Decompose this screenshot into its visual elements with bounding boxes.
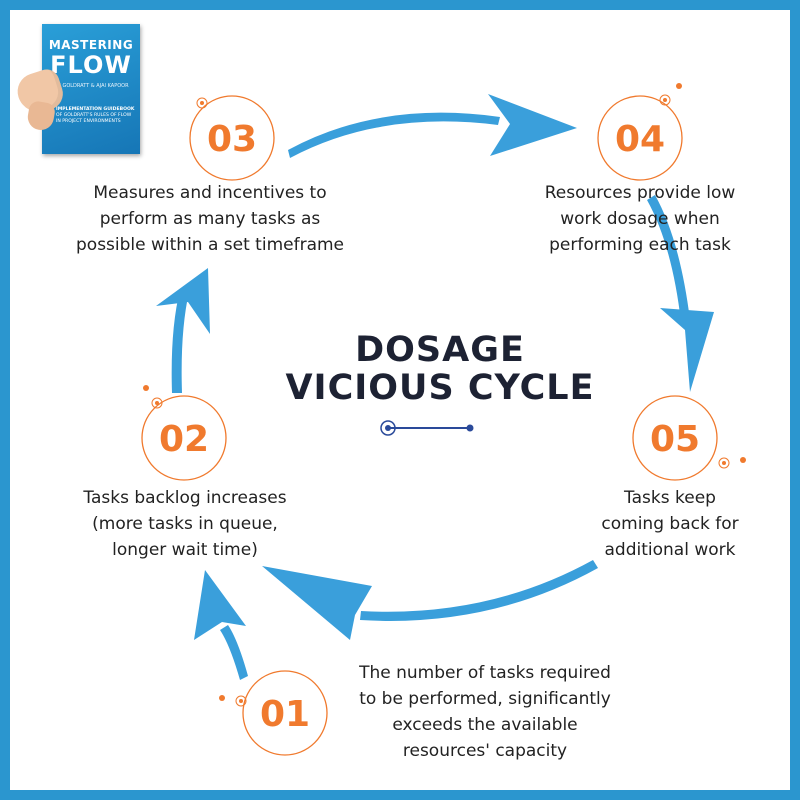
target-dot-icon <box>659 94 671 106</box>
book-subtitle-line-3: IN PROJECT ENVIRONMENTS <box>56 119 121 124</box>
book-subtitle-line-2: OF GOLDRATT'S RULES OF FLOW <box>56 113 132 118</box>
arrow-head-icon <box>262 566 372 640</box>
arrow-head-icon <box>194 570 246 640</box>
step-number-03: 03 <box>207 119 257 160</box>
step-circle-04 <box>597 95 683 181</box>
step-05-line-1: Tasks keep <box>624 488 716 508</box>
orange-dot-icon <box>143 385 149 391</box>
orange-dot-icon <box>740 457 746 463</box>
orange-dot-icon <box>219 695 225 701</box>
step-05-line-2: coming back for <box>601 514 739 534</box>
curved-arrow-icon <box>288 112 500 158</box>
orange-dot-icon <box>676 83 682 89</box>
step-number-02: 02 <box>159 419 209 460</box>
step-03-line-2: perform as many tasks as <box>99 209 321 229</box>
step-05-line-3: additional work <box>604 540 736 560</box>
target-dot-icon <box>235 695 247 707</box>
book-subtitle-line-1: IMPLEMENTATION GUIDEBOOK <box>56 107 135 112</box>
step-number-01: 01 <box>260 694 310 735</box>
step-04-line-2: work dosage when <box>560 209 720 229</box>
step-03-line-1: Measures and incentives to <box>93 183 327 203</box>
book-authors: ELI GOLDRATT & AJAI KAPOOR <box>53 83 129 89</box>
step-circle-01 <box>242 670 328 756</box>
divider-connector-icon <box>380 420 474 436</box>
step-circle-02 <box>141 395 227 481</box>
target-dot-icon <box>196 97 208 109</box>
step-text-03: Measures and incentives to perform as ma… <box>60 180 360 258</box>
step-01-line-1: The number of tasks required <box>359 663 611 683</box>
step-text-04: Resources provide low work dosage when p… <box>505 180 775 258</box>
step-01-line-3: exceeds the available <box>392 715 578 735</box>
arrow-head-icon <box>156 268 210 334</box>
book-subtitle: IMPLEMENTATION GUIDEBOOK OF GOLDRATT'S R… <box>56 107 136 125</box>
curved-arrow-icon <box>171 290 189 393</box>
title-line-1: DOSAGE <box>355 330 525 370</box>
step-02-line-3: longer wait time) <box>112 540 258 560</box>
step-text-05: Tasks keep coming back for additional wo… <box>580 485 760 563</box>
target-dot-icon <box>718 457 730 469</box>
step-01-line-2: to be performed, significantly <box>359 689 611 709</box>
step-circle-03 <box>189 95 275 181</box>
curved-arrow-icon <box>220 625 248 680</box>
step-text-02: Tasks backlog increases (more tasks in q… <box>60 485 310 563</box>
step-text-01: The number of tasks required to be perfo… <box>335 660 635 764</box>
step-04-line-3: performing each task <box>549 235 731 255</box>
step-04-line-1: Resources provide low <box>544 183 736 203</box>
step-number-04: 04 <box>615 119 665 160</box>
step-02-line-2: (more tasks in queue, <box>92 514 278 534</box>
arrow-head-icon <box>488 94 577 156</box>
book-title-line-2: FLOW <box>50 51 132 79</box>
book-cover: MASTERING FLOW ELI GOLDRATT & AJAI KAPOO… <box>42 24 140 154</box>
arrow-head-icon <box>660 308 714 392</box>
step-01-line-4: resources' capacity <box>402 741 568 761</box>
step-02-line-1: Tasks backlog increases <box>83 488 287 508</box>
step-number-05: 05 <box>650 419 700 460</box>
step-03-line-3: possible within a set timeframe <box>76 235 344 255</box>
target-dot-icon <box>151 397 163 409</box>
curved-arrow-icon <box>647 195 690 322</box>
book-title-line-1: MASTERING <box>48 38 134 52</box>
title-line-2: VICIOUS CYCLE <box>285 368 595 408</box>
curved-arrow-icon <box>360 560 598 621</box>
step-circle-05 <box>632 395 718 481</box>
